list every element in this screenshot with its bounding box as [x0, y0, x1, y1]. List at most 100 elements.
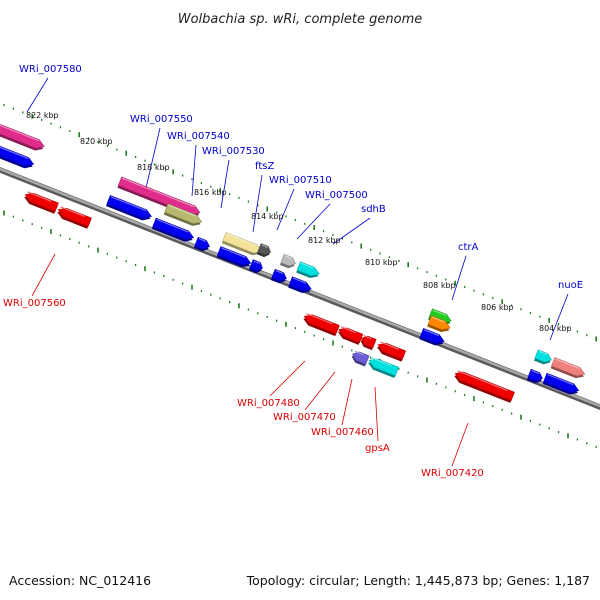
forward-gene-label: ftsZ [255, 161, 274, 172]
leader-line [451, 422, 469, 467]
gene-arrow-body [57, 207, 92, 227]
reverse-gene-label: WRi_007480 [237, 398, 300, 409]
gene-arrow-body [454, 371, 515, 401]
leader-line [31, 253, 56, 297]
gene-arrow [193, 236, 210, 252]
gene-arrow-highlight [555, 358, 580, 369]
gene-arrow-body [377, 342, 407, 360]
gene-arrow-body [361, 335, 377, 349]
gene-arrow-body [352, 351, 370, 365]
forward-gene-label: WRi_007550 [130, 114, 193, 125]
kbp-scale-label: 820 kbp [80, 137, 113, 146]
gene-arrow [216, 246, 252, 268]
leader-line [191, 144, 197, 197]
gene-arrow [303, 312, 340, 337]
gene-arrow [454, 370, 515, 403]
gene-arrow-highlight [27, 191, 52, 202]
reverse-gene-label: WRi_007460 [311, 427, 374, 438]
gene-arrow [526, 368, 543, 384]
forward-gene-label: nuoE [558, 280, 583, 291]
gene-arrow [533, 349, 552, 365]
gene-arrow-highlight [431, 316, 446, 323]
reverse-gene-label: WRi_007420 [421, 468, 484, 479]
gene-arrow-body [257, 243, 271, 256]
leader-line [276, 188, 295, 231]
gene-arrow [279, 253, 296, 269]
gene-arrow-body [194, 236, 210, 250]
gene-arrow-highlight [538, 350, 548, 356]
gene-arrow-body [24, 192, 59, 212]
gene-arrow [296, 261, 320, 278]
gene-arrow-highlight [0, 124, 40, 142]
gene-arrow-highlight [226, 233, 257, 247]
gene-arrow-highlight [110, 196, 147, 212]
gene-arrow [377, 341, 407, 362]
gene-arrow [221, 232, 263, 256]
forward-gene-label: ctrA [458, 242, 479, 253]
gene-arrow-body [106, 194, 152, 219]
gene-arrow-body [551, 357, 586, 377]
gene-arrow-body [534, 349, 552, 363]
gene-arrow-highlight [261, 244, 269, 248]
leader-line [549, 293, 569, 341]
reverse-gene-label: WRi_007560 [3, 298, 66, 309]
gene-arrow-highlight [156, 218, 189, 233]
kbp-scale-label: 822 kbp [26, 111, 59, 120]
kbp-scale-label: 818 kbp [137, 163, 170, 172]
gene-arrow-highlight [168, 204, 197, 217]
gene-arrow-highlight [379, 341, 400, 350]
gene-arrow-highlight [292, 277, 307, 284]
gene-arrow [248, 259, 263, 274]
gene-arrow-body [217, 246, 252, 266]
forward-gene-label: WRi_007580 [19, 64, 82, 75]
gene-arrow-highlight [300, 262, 315, 269]
gene-arrow-body [296, 261, 320, 276]
genome-summary-text: Topology: circular; Length: 1,445,873 bp… [246, 573, 590, 588]
gene-arrow-body [303, 314, 340, 335]
kbp-scale-label: 816 kbp [194, 188, 227, 197]
gene-arrow [419, 328, 445, 346]
leader-line [304, 371, 336, 411]
reverse-gene-label: gpsA [365, 443, 390, 454]
gene-arrow-body [368, 358, 399, 377]
gene-arrow-highlight [371, 357, 392, 367]
gene-arrow [270, 268, 287, 284]
gene-arrow-highlight [363, 334, 372, 340]
forward-gene-label: WRi_007500 [305, 190, 368, 201]
gene-arrow-body [249, 259, 263, 272]
gene-arrow-body [419, 328, 445, 344]
gene-arrow [550, 357, 586, 379]
leader-line [374, 386, 379, 442]
gene-arrow-highlight [221, 247, 246, 258]
gene-arrow-highlight [0, 146, 29, 160]
gene-arrow-highlight [253, 260, 261, 264]
gene-arrow-highlight [547, 373, 574, 386]
leader-line [145, 127, 161, 189]
label-leader-lines [26, 77, 569, 467]
leader-line [332, 217, 371, 245]
gene-arrow-body [427, 315, 451, 330]
gene-arrow-body [288, 276, 312, 291]
gene-arrow-highlight [340, 326, 357, 334]
gene-arrow [106, 194, 152, 221]
gene-arrow-highlight [198, 237, 207, 243]
gene-arrow [117, 176, 201, 217]
leader-line [269, 360, 306, 397]
gene-arrow [151, 217, 195, 242]
gene-arrow-body [117, 176, 201, 215]
leader-line [296, 203, 331, 240]
leader-line [451, 255, 467, 301]
gene-arrow-body [0, 145, 35, 167]
forward-gene-label: WRi_007530 [202, 146, 265, 157]
gene-arrow [256, 243, 271, 258]
gene-arrow-body [280, 253, 296, 267]
gene-arrow [427, 315, 451, 332]
gene-arrow-highlight [122, 177, 195, 208]
gene-arrow [337, 326, 364, 345]
gene-features [0, 122, 586, 403]
leader-line [220, 159, 230, 209]
gene-arrow [360, 334, 377, 351]
gene-arrow-highlight [531, 369, 540, 375]
reverse-gene-label: WRi_007470 [273, 412, 336, 423]
